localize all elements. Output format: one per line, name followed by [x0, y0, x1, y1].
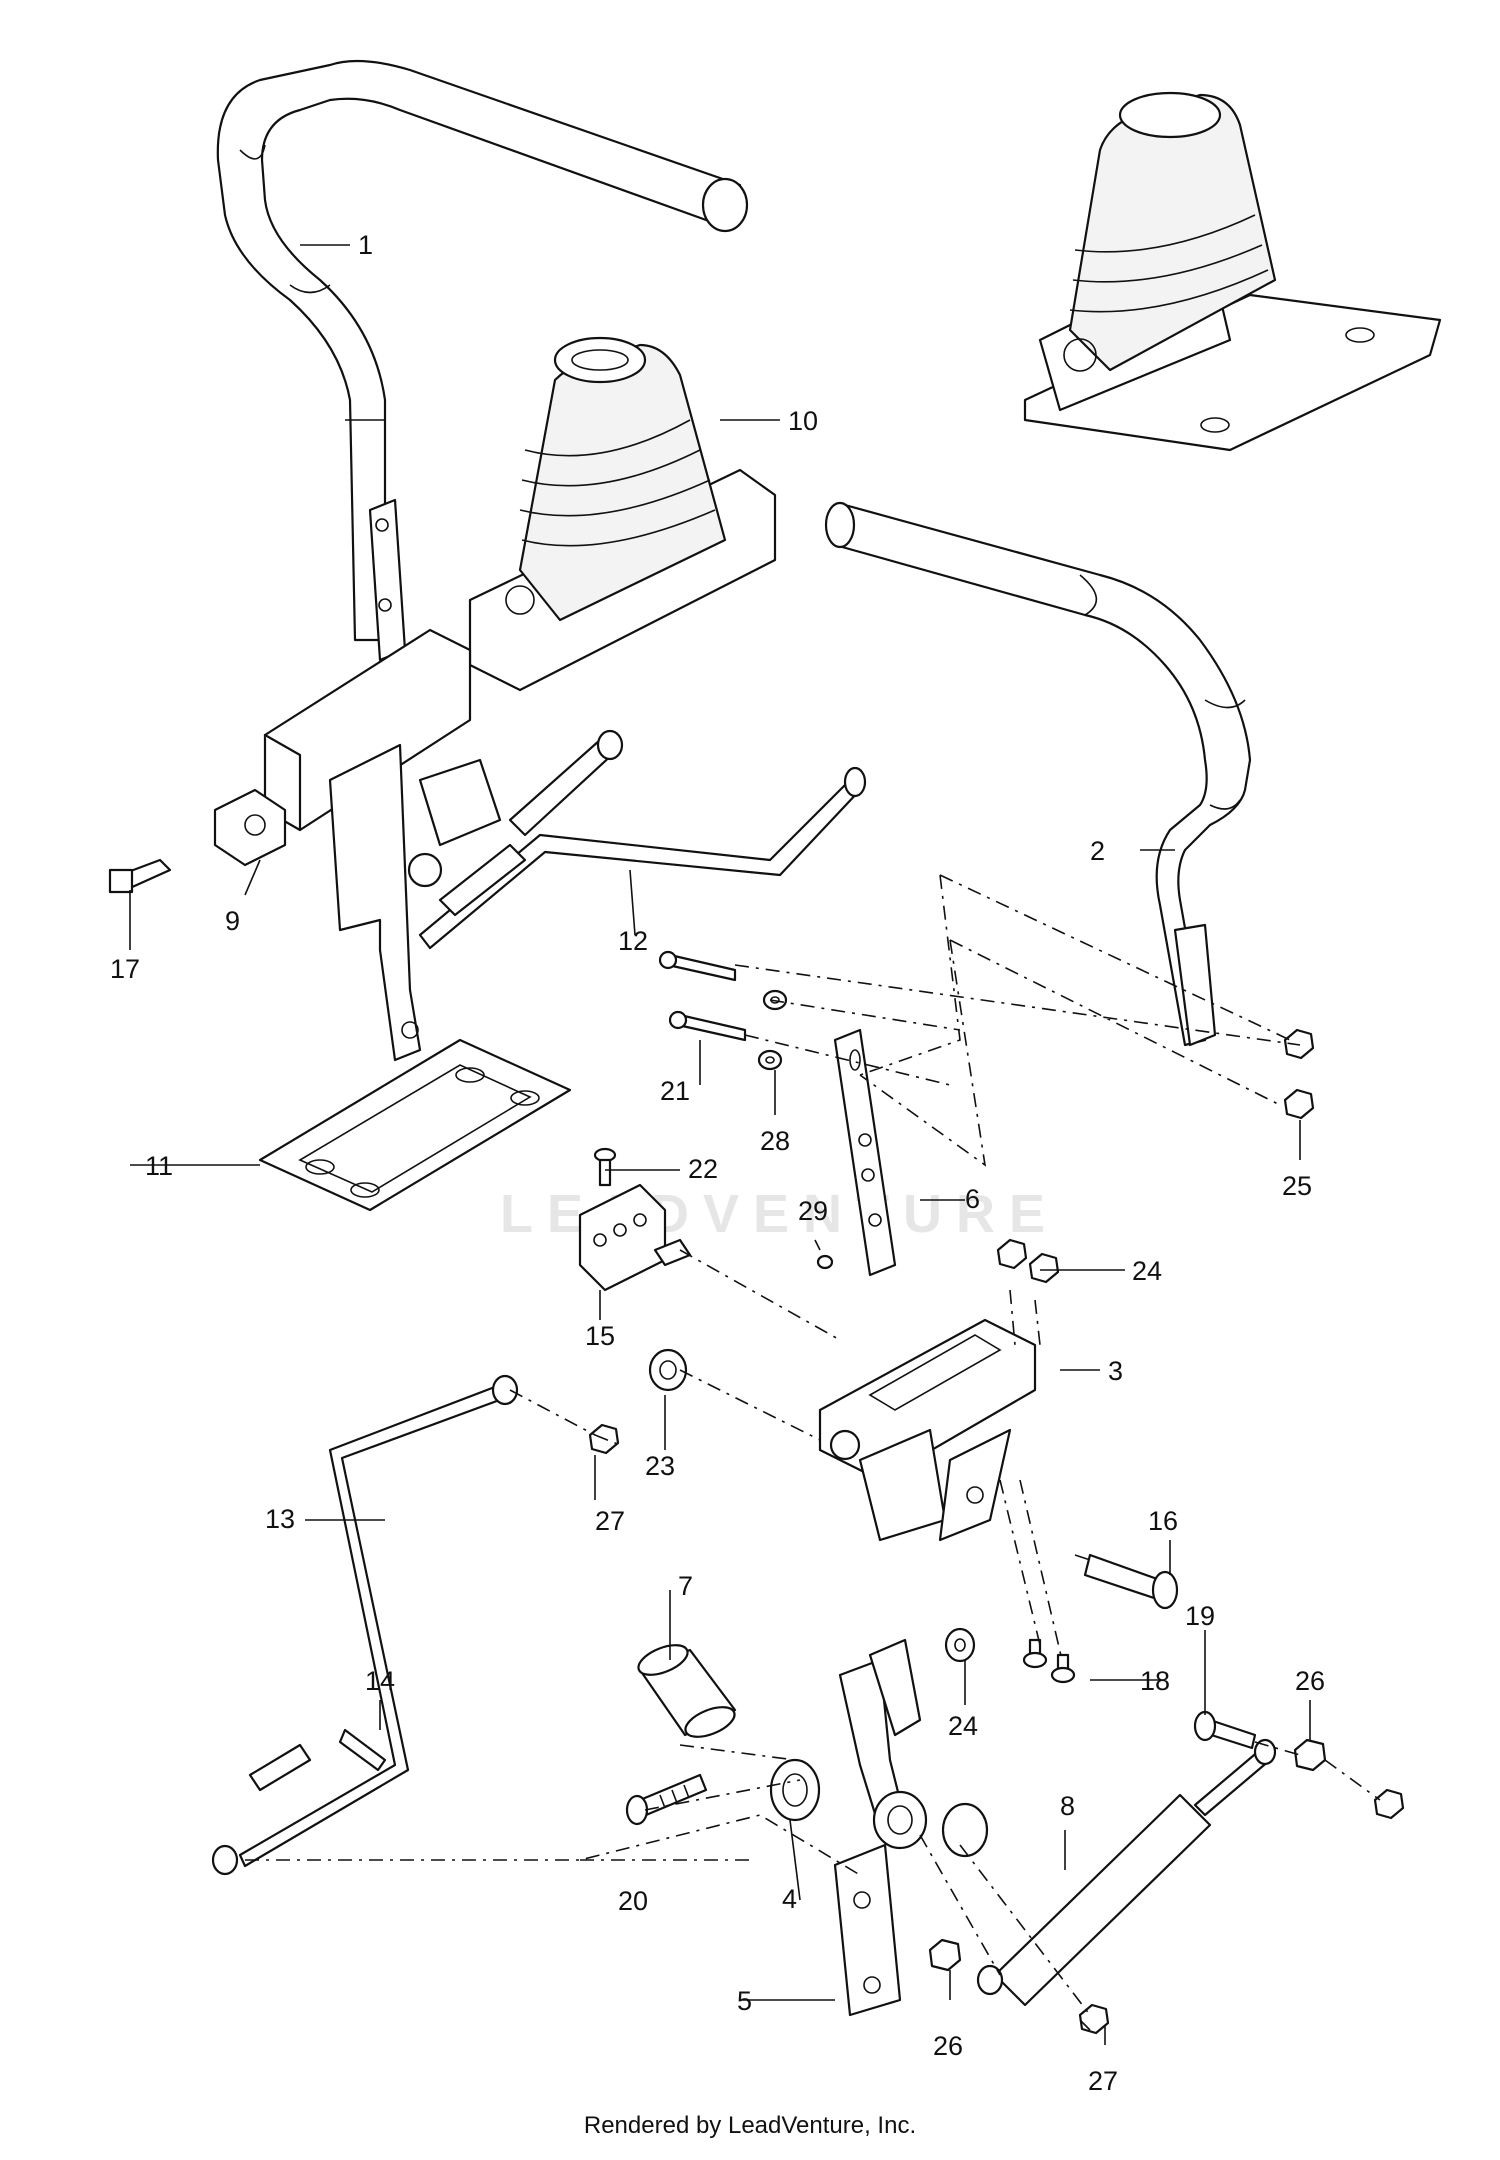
nuts-24-upper[interactable]	[996, 1238, 1060, 1284]
callout-13: 13	[265, 1504, 295, 1534]
callout-28: 28	[760, 1126, 790, 1156]
handle-right[interactable]	[824, 501, 1252, 1047]
callout-10: 10	[788, 406, 818, 436]
callout-26-right: 26	[1295, 1666, 1325, 1696]
callout-16: 16	[1148, 1506, 1178, 1536]
control-bracket-left	[263, 628, 502, 1062]
gasket-plate[interactable]	[258, 1038, 572, 1212]
callout-24-lower: 24	[948, 1711, 978, 1741]
callout-23: 23	[645, 1451, 675, 1481]
pin-bolts[interactable]	[658, 950, 747, 1042]
callout-25: 25	[1282, 1171, 1312, 1201]
callout-24-upper: 24	[1132, 1256, 1162, 1286]
main-bracket[interactable]	[818, 1318, 1037, 1542]
callout-14: 14	[365, 1666, 395, 1696]
screw-22[interactable]	[593, 1147, 617, 1187]
boot-assembly-right	[1023, 91, 1442, 452]
callout-26-lower: 26	[933, 2031, 963, 2061]
callout-12: 12	[618, 926, 648, 956]
washer-29[interactable]	[816, 1254, 834, 1270]
callout-3: 3	[1108, 1356, 1123, 1386]
callout-20: 20	[618, 1886, 648, 1916]
callout-19: 19	[1185, 1601, 1215, 1631]
callouts: 1 2 3 4 5 6 7 8 9 10 11 12 13 14 15 16 1…	[110, 230, 1325, 2096]
callout-29: 29	[798, 1196, 828, 1226]
callout-1: 1	[358, 230, 373, 260]
callout-11: 11	[145, 1151, 173, 1181]
assembly-lines	[245, 874, 1381, 2016]
screws-18[interactable]	[1022, 1638, 1076, 1684]
control-rod[interactable]	[418, 729, 867, 950]
callout-18: 18	[1140, 1666, 1170, 1696]
callout-6: 6	[965, 1184, 980, 1214]
bracket-block[interactable]	[213, 788, 287, 867]
callout-15: 15	[585, 1321, 615, 1351]
callout-7: 7	[678, 1571, 693, 1601]
leader-lines	[129, 244, 1311, 2045]
washers-28[interactable]	[757, 989, 788, 1071]
pedal-arm[interactable]	[833, 1638, 989, 2017]
callout-5: 5	[737, 1986, 752, 2016]
sleeve-7[interactable]	[634, 1639, 738, 1743]
gas-spring[interactable]	[976, 1738, 1277, 2007]
bolt-17[interactable]	[108, 858, 172, 894]
footer-credit: Rendered by LeadVenture, Inc.	[583, 2112, 917, 2139]
callout-9: 9	[225, 906, 240, 936]
callout-27-lower: 27	[1088, 2066, 1118, 2096]
bushing-23[interactable]	[648, 1348, 688, 1392]
callout-17: 17	[110, 954, 140, 984]
boot-left[interactable]	[468, 336, 777, 692]
callout-4: 4	[782, 1884, 797, 1914]
callout-8: 8	[1060, 1791, 1075, 1821]
callout-2: 2	[1090, 836, 1105, 866]
washer-24-lower[interactable]	[944, 1627, 976, 1663]
bolt-20[interactable]	[625, 1773, 708, 1826]
bushing-4[interactable]	[769, 1758, 821, 1822]
clip-14[interactable]	[338, 1728, 387, 1772]
link-plate[interactable]	[833, 1028, 897, 1277]
rod-13[interactable]	[211, 1374, 519, 1876]
callout-21: 21	[660, 1076, 690, 1106]
callout-22: 22	[688, 1154, 718, 1184]
bolt-16[interactable]	[1083, 1553, 1179, 1610]
bolt-19[interactable]	[1193, 1710, 1257, 1750]
callout-27-upper: 27	[595, 1506, 625, 1536]
